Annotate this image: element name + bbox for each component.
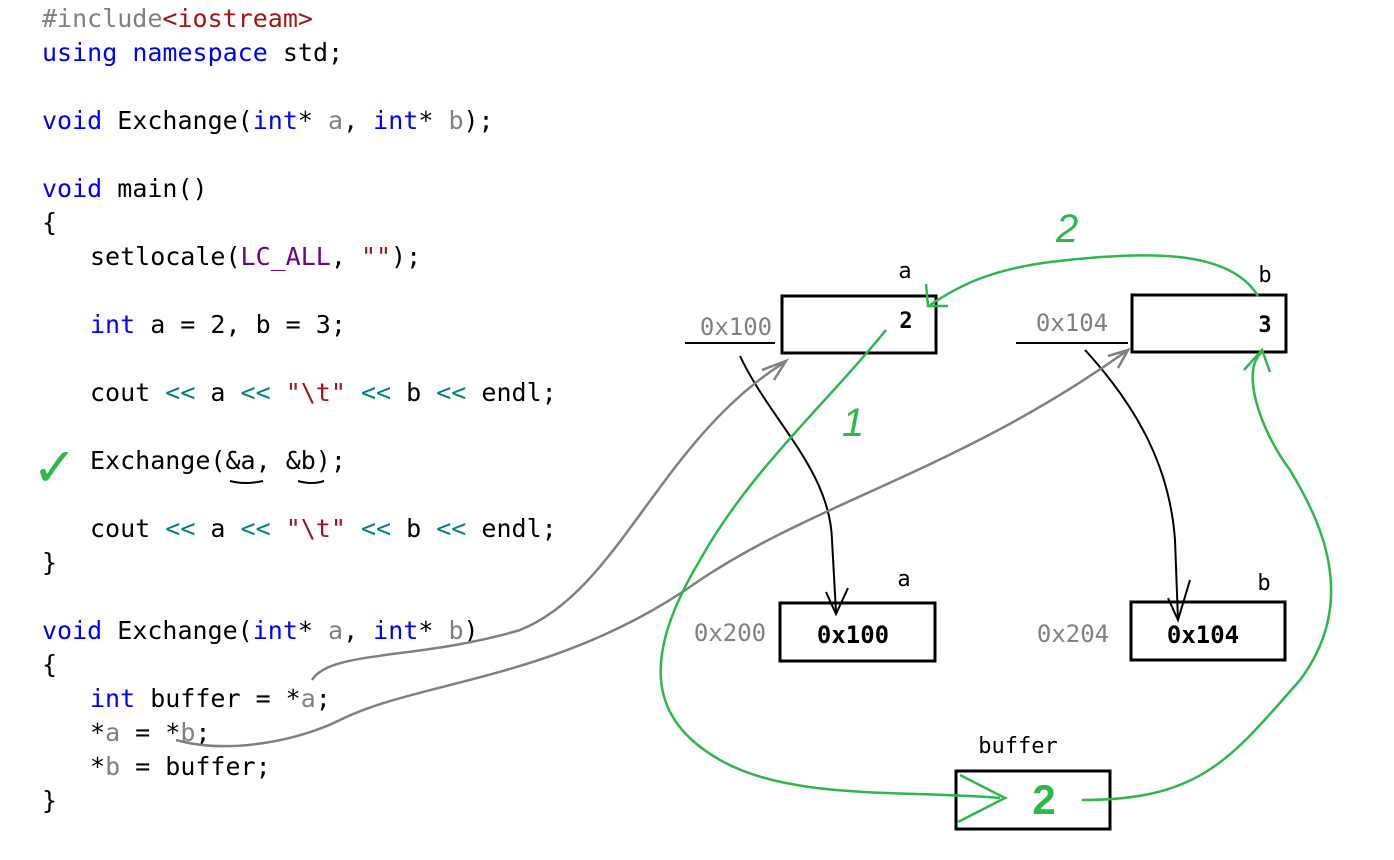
arrow-deref-a-head-icon [761,358,790,381]
code-line-assign-b: *b = buffer; [90,752,271,781]
code-line-cout-2: cout << a << "\t" << b << endl; [90,514,557,543]
flow-buffer-to-b-head-icon [1243,347,1272,373]
code-line-buffer: int buffer = *a; [90,684,331,713]
code-line-exchange-def: void Exchange(int* a, int* b) [42,616,479,645]
code-line-close-brace-2: } [42,786,58,815]
code-line-exchange-call: Exchange(&a, &b); [90,446,346,475]
underline-amp-a [229,480,264,484]
label-var-a: a [898,259,911,284]
addr-var-a: 0x100 [700,313,772,341]
step-2-label: 2 [1055,207,1078,251]
code-line-using: using namespace std; [42,38,344,67]
code-line-int-decl: int a = 2, b = 3; [90,310,346,339]
value-ptr-a: 0x100 [817,621,889,649]
box-ptr-a [778,601,937,663]
code-line-open-brace-2: { [42,650,58,679]
label-ptr-a: a [897,567,910,592]
arrow-deref-a [310,360,786,681]
arrow-ptr-b [1084,349,1179,621]
addr-ptr-b: 0x204 [1037,620,1109,648]
value-ptr-b: 0x104 [1167,621,1239,649]
arrow-deref-b [175,348,1129,748]
arrow-ptr-b-head-icon [1167,579,1191,623]
value-buffer: 2 [1032,776,1055,823]
step-1-label: 1 [842,401,864,445]
code-line-cout-1: cout << a << "\t" << b << endl; [90,378,557,407]
flow-a-to-buffer [659,329,1001,800]
box-ptr-b [1129,600,1287,662]
value-var-b: 3 [1258,313,1271,338]
code-line-include: #include<iostream> [42,4,313,33]
arrow-deref-b-head-icon [1107,347,1131,369]
arrow-ptr-a-head-icon [825,587,849,617]
label-buffer: buffer [978,734,1057,759]
underline-amp-b [297,480,325,484]
box-var-a [780,294,938,355]
code-line-open-brace: { [42,208,58,237]
value-var-a: 2 [899,309,912,334]
flow-b-to-a-head-icon [924,283,948,308]
code-line-close-brace: } [42,548,58,577]
addr-var-b: 0x104 [1036,309,1108,337]
check-mark-icon: ✓ [32,438,77,498]
label-ptr-b: b [1257,571,1270,596]
addr-ptr-a: 0x200 [694,619,766,647]
code-line-exchange-decl: void Exchange(int* a, int* b); [42,106,494,135]
flow-a-to-buffer-head-icon [957,773,1008,824]
arrow-ptr-a [739,355,837,613]
flow-buffer-to-b [1081,351,1333,802]
label-var-b: b [1258,263,1271,288]
code-line-main: void main() [42,174,208,203]
code-line-setlocale: setlocale(LC_ALL, ""); [90,242,422,271]
flow-b-to-a [929,254,1260,307]
box-var-b [1130,293,1288,354]
